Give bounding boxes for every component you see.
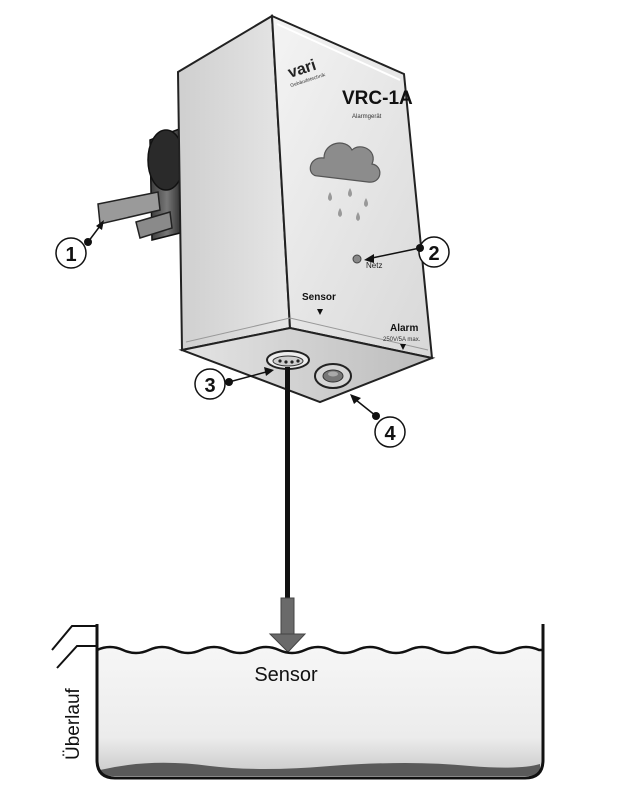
sensor-port-arrow-icon bbox=[317, 309, 323, 315]
water-surface bbox=[96, 645, 543, 655]
power-plug bbox=[97, 126, 185, 241]
alarm-socket bbox=[314, 363, 352, 389]
model-subtitle: Alarmgerät bbox=[352, 114, 382, 120]
overflow-label: Überlauf bbox=[63, 687, 84, 760]
sensor-socket bbox=[266, 350, 310, 370]
callout-2: 2 bbox=[364, 236, 450, 268]
led-label: Netz bbox=[366, 261, 382, 270]
device-housing bbox=[176, 14, 436, 404]
sensor-port-label: Sensor bbox=[302, 292, 336, 303]
rain-cloud-icon bbox=[309, 142, 381, 221]
callout-1: 1 bbox=[55, 220, 104, 269]
overflow-pipe bbox=[51, 625, 97, 669]
sensor-cable bbox=[268, 367, 307, 653]
callout-4-number: 4 bbox=[384, 423, 396, 445]
tank-sensor-label: Sensor bbox=[254, 664, 318, 686]
callout-1-number: 1 bbox=[65, 244, 76, 266]
water-tank bbox=[51, 624, 545, 780]
callout-4: 4 bbox=[350, 394, 406, 448]
alarm-port-arrow-icon bbox=[400, 344, 406, 350]
alarm-port-sublabel: 250V/5A max. bbox=[383, 337, 421, 343]
callout-3: 3 bbox=[194, 367, 274, 400]
alarm-port-label: Alarm bbox=[390, 323, 418, 334]
power-led bbox=[352, 254, 362, 264]
model-name: VRC-1A bbox=[342, 88, 413, 109]
callout-3-number: 3 bbox=[204, 375, 215, 397]
callout-2-number: 2 bbox=[428, 243, 439, 265]
